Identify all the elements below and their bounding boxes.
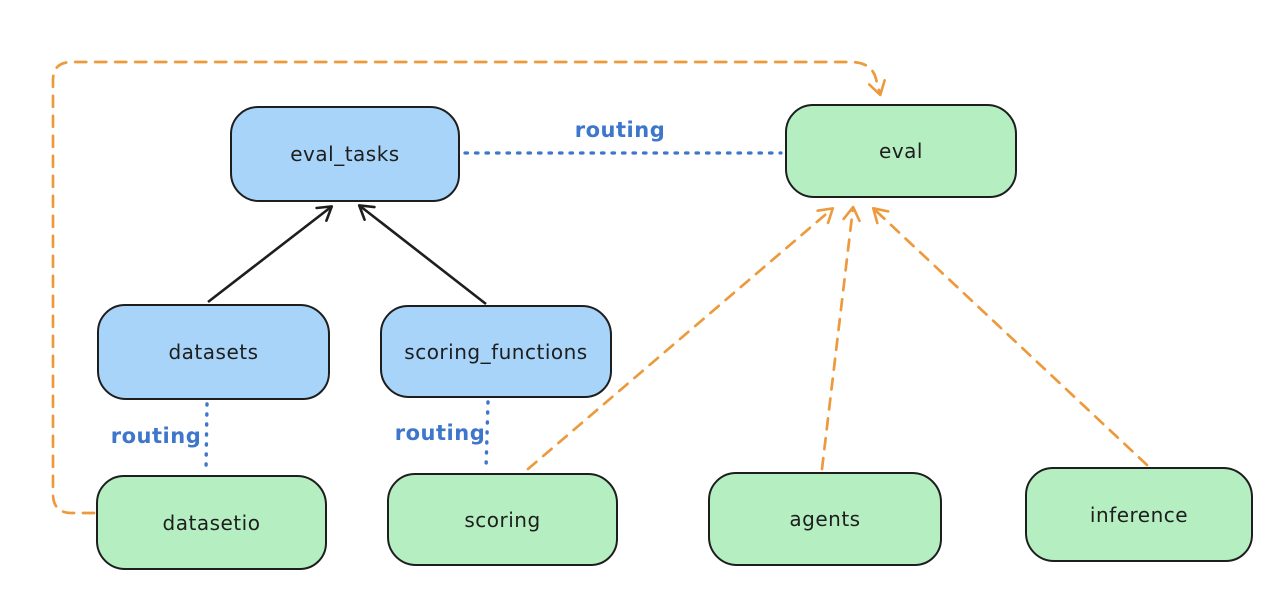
node-datasets-label: datasets [168, 340, 259, 364]
node-datasets: datasets [97, 304, 330, 400]
node-eval-tasks-label: eval_tasks [290, 142, 400, 166]
node-scoring-functions: scoring_functions [380, 305, 612, 398]
node-agents-label: agents [789, 507, 861, 531]
edge-datasetio-to-eval-dashed-loop-arrow [51, 60, 886, 515]
node-scoring: scoring [387, 473, 618, 566]
node-eval-label: eval [879, 139, 923, 163]
edge-scoring-to-eval-dashed-arrow [526, 207, 835, 471]
edge-scoring-functions-to-scoring-routing-dotted [484, 400, 490, 471]
node-inference: inference [1025, 467, 1253, 562]
routing-label-eval-tasks-eval: routing [574, 118, 666, 142]
node-inference-label: inference [1089, 502, 1189, 527]
node-scoring-functions-label: scoring_functions [404, 339, 588, 364]
node-eval-tasks: eval_tasks [230, 106, 460, 202]
edge-scoring-functions-to-eval-tasks-arrow [357, 204, 487, 306]
edge-datasets-to-datasetio-routing-dotted [204, 402, 209, 473]
node-datasetio-label: datasetio [162, 510, 261, 535]
node-agents: agents [708, 472, 942, 566]
node-eval: eval [785, 104, 1017, 198]
edge-inference-to-eval-dashed-arrow [871, 207, 1149, 467]
edge-datasets-to-eval-tasks-arrow [207, 205, 334, 304]
node-scoring-label: scoring [464, 507, 541, 532]
node-datasetio: datasetio [96, 475, 327, 570]
edge-agents-to-eval-dashed-arrow [820, 205, 861, 471]
routing-label-datasets-datasetio: routing [110, 424, 202, 448]
routing-label-scoring-functions-scoring: routing [394, 421, 486, 445]
